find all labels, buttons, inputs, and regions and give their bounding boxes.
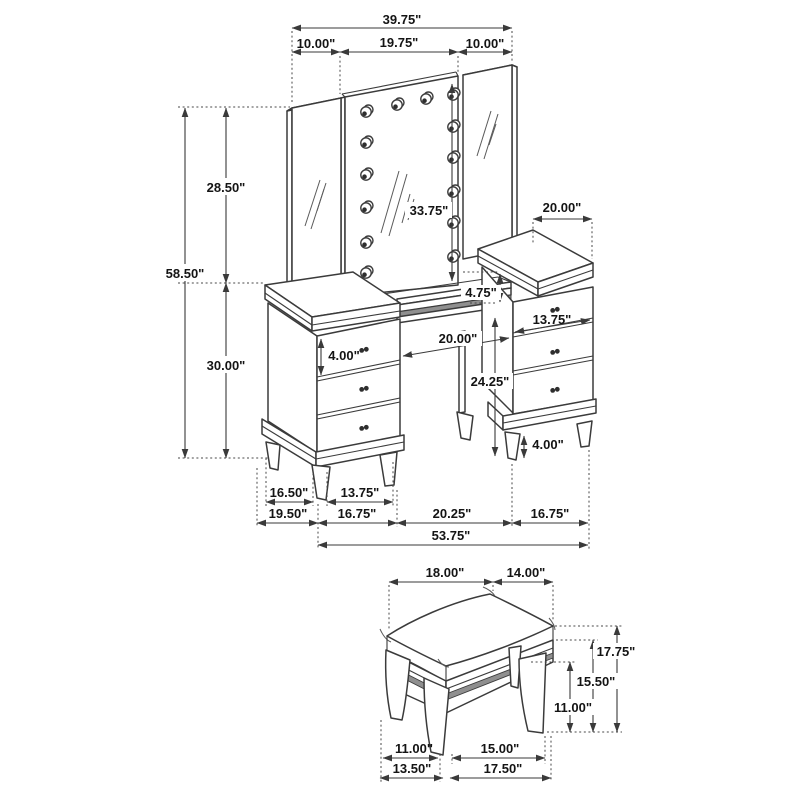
mirror-glass-marks	[304, 179, 327, 230]
dim-top-drawer-height: 4.00"	[328, 348, 359, 363]
mirror-glass-marks	[476, 110, 499, 160]
dim-cabinet-depth: 19.50"	[269, 506, 308, 521]
dim-stool-leg-height: 11.00"	[554, 700, 592, 715]
dim-center-span: 20.25"	[433, 506, 472, 521]
stool-leg	[518, 652, 547, 734]
dim-right-mirror-width: 10.00"	[466, 36, 505, 51]
stool-drawing: 18.00" 14.00" 17.75" 15.50" 11.00" 11.00…	[379, 565, 640, 782]
stool-dimension-lines	[379, 578, 621, 782]
drawer-divider	[316, 359, 401, 420]
stool-legs	[384, 645, 547, 756]
dim-stool-leg-span-width: 15.00"	[481, 741, 520, 756]
dim-counter-thickness: 4.75"	[465, 285, 496, 300]
dim-left-mirror-width: 10.00"	[297, 36, 336, 51]
dim-knee-space-height: 24.25"	[471, 374, 510, 389]
dim-upper-mirror-height: 28.50"	[207, 180, 246, 195]
dim-cabinet-top-depth: 20.00"	[543, 200, 582, 215]
dim-leg-span-depth: 16.50"	[270, 485, 309, 500]
dim-right-cabinet-width: 16.75"	[531, 506, 570, 521]
cabinet-leg	[504, 431, 521, 461]
dim-knee-space-width: 20.00"	[439, 331, 478, 346]
cabinet-leg	[576, 420, 593, 448]
dim-stool-overall-height: 17.75"	[597, 644, 636, 659]
stool-leg	[423, 677, 450, 756]
dim-left-cabinet-width: 16.75"	[338, 506, 377, 521]
dim-base-height: 30.00"	[207, 358, 246, 373]
cabinet-leg	[311, 464, 331, 501]
right-mirror-panel	[462, 64, 518, 260]
vanity-drawing: 39.75" 10.00" 19.75" 10.00" 58.50" 28.50…	[162, 12, 597, 549]
dim-vanity-total-width: 39.75"	[383, 12, 422, 27]
dim-center-mirror-width: 19.75"	[380, 35, 419, 50]
dim-vanity-overall-width: 53.75"	[432, 528, 471, 543]
dim-leg-height: 4.00"	[532, 437, 563, 452]
stool-leg	[384, 649, 411, 721]
dim-center-mirror-height: 33.75"	[410, 203, 449, 218]
dim-seat-width: 18.00"	[426, 565, 465, 580]
dim-vanity-total-height: 58.50"	[166, 266, 205, 281]
cabinet-leg	[379, 451, 398, 487]
right-cabinet	[477, 229, 597, 461]
stool-cushion	[379, 586, 556, 682]
dim-stool-base-width: 17.50"	[484, 761, 523, 776]
stool-leg	[508, 645, 522, 689]
dim-leg-span-width: 13.75"	[341, 485, 380, 500]
left-cabinet	[261, 271, 405, 501]
cabinet-leg	[265, 441, 281, 471]
dim-seat-depth: 14.00"	[507, 565, 546, 580]
dim-drawer-front-width: 13.75"	[533, 312, 572, 327]
dim-seat-frame-height: 15.50"	[577, 674, 616, 689]
dim-stool-leg-span-depth: 11.00"	[395, 741, 433, 756]
dim-stool-base-depth: 13.50"	[393, 761, 432, 776]
left-mirror-panel	[286, 97, 342, 293]
